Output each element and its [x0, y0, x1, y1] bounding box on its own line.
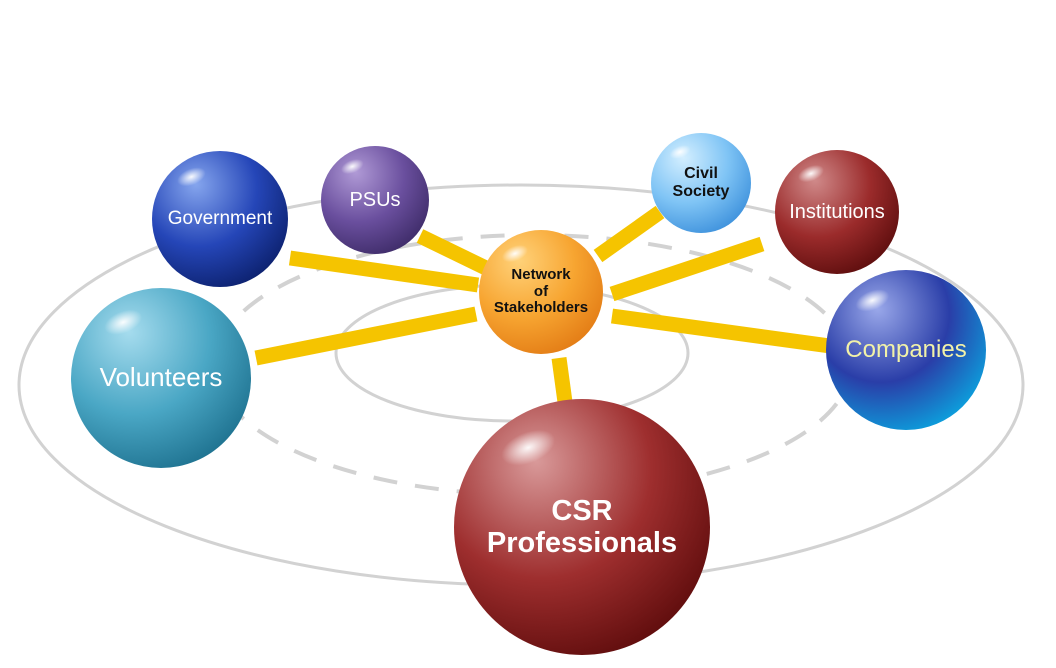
network-center-sphere-body — [479, 230, 603, 354]
government-sphere-body — [152, 151, 288, 287]
institutions-sphere-highlight — [798, 164, 824, 183]
psus-sphere-highlight — [341, 159, 364, 174]
volunteers-sphere-body — [71, 288, 251, 468]
connector-csr-professionals — [551, 356, 573, 404]
connector-civil-society — [593, 205, 665, 263]
companies-sphere-body — [826, 270, 986, 430]
companies-sphere-highlight — [855, 289, 890, 312]
volunteers-sphere-highlight — [104, 309, 142, 335]
connector-institutions — [609, 236, 765, 302]
connector-volunteers — [254, 306, 478, 366]
psus-sphere — [321, 146, 429, 254]
institutions-sphere — [775, 150, 899, 274]
civil-society-sphere — [651, 133, 751, 233]
government-sphere — [152, 151, 288, 287]
companies-sphere — [826, 270, 986, 430]
network-center-sphere — [479, 230, 603, 354]
psus-sphere-body — [321, 146, 429, 254]
civil-society-sphere-body — [651, 133, 751, 233]
connector-companies — [610, 308, 832, 354]
node-spheres — [71, 133, 986, 655]
csr-professionals-sphere-highlight — [501, 429, 555, 466]
network-center-sphere-highlight — [502, 244, 528, 263]
civil-society-sphere-highlight — [669, 145, 691, 159]
csr-professionals-sphere — [454, 399, 710, 655]
connector-psus — [416, 229, 494, 277]
government-sphere-highlight — [177, 167, 206, 187]
connector-lines — [254, 205, 832, 404]
volunteers-sphere — [71, 288, 251, 468]
csr-professionals-sphere-body — [454, 399, 710, 655]
institutions-sphere-body — [775, 150, 899, 274]
connector-government — [288, 250, 480, 293]
